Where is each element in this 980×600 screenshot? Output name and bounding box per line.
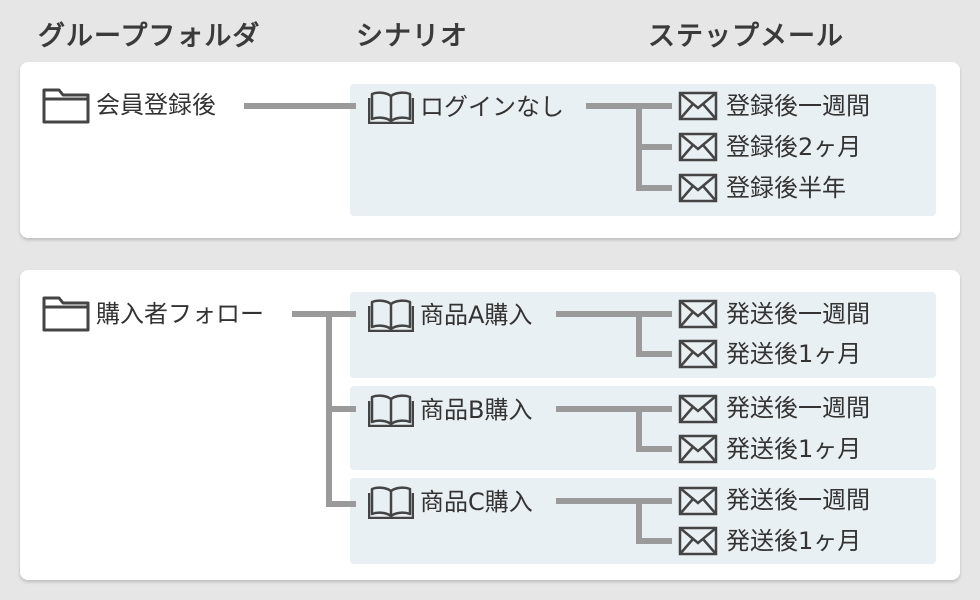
- step-mail-label: 発送後1ヶ月: [726, 527, 862, 555]
- connector-branch: [636, 446, 672, 452]
- connector-trunk-1-0: [636, 311, 642, 355]
- connector-group-1: [292, 311, 356, 317]
- connector-branch: [636, 185, 672, 191]
- scenario-panel-1-0: [350, 292, 936, 378]
- connector-branch: [636, 538, 672, 544]
- step-mail-label: 登録後2ヶ月: [726, 133, 862, 161]
- connector-scenario-1-1: [556, 406, 672, 412]
- connector-scenario-1-0: [556, 311, 672, 317]
- step-mail-label: 発送後一週間: [726, 300, 870, 328]
- connector-branch: [636, 351, 672, 357]
- folder-icon: [42, 296, 90, 332]
- scenario-name: ログインなし: [420, 93, 564, 121]
- envelope-icon: [678, 132, 718, 162]
- step-mail-label: 発送後一週間: [726, 486, 870, 514]
- scenario-panel-1-2: [350, 478, 936, 564]
- book-icon: [368, 91, 414, 124]
- envelope-icon: [678, 486, 718, 516]
- envelope-icon: [678, 173, 718, 203]
- header-scenario: シナリオ: [356, 21, 468, 52]
- book-icon: [368, 486, 414, 519]
- folder-icon: [42, 88, 90, 124]
- step-mail-label: 発送後1ヶ月: [726, 435, 862, 463]
- connector-group-0: [244, 103, 356, 109]
- envelope-icon: [678, 394, 718, 424]
- envelope-icon: [678, 339, 718, 369]
- connector-scenario-1-2: [556, 498, 672, 504]
- step-mail-label: 登録後半年: [726, 174, 846, 202]
- envelope-icon: [678, 91, 718, 121]
- step-mail-label: 発送後1ヶ月: [726, 340, 862, 368]
- scenario-panel-1-1: [350, 386, 936, 470]
- connector-branch: [326, 406, 356, 412]
- book-icon: [368, 394, 414, 427]
- connector-branch: [636, 144, 672, 150]
- scenario-name: 商品C購入: [420, 488, 533, 516]
- group-name: 購入者フォロー: [96, 300, 264, 328]
- group-name: 会員登録後: [96, 91, 216, 119]
- envelope-icon: [678, 526, 718, 556]
- connector-branch: [326, 501, 356, 507]
- envelope-icon: [678, 299, 718, 329]
- step-mail-label: 登録後一週間: [726, 92, 870, 120]
- scenario-name: 商品B購入: [420, 396, 533, 424]
- envelope-icon: [678, 434, 718, 464]
- connector-scenario-0-0: [586, 103, 672, 109]
- connector-trunk-1-2: [636, 498, 642, 542]
- header-step-mail: ステップメール: [648, 21, 844, 52]
- scenario-name: 商品A購入: [420, 301, 533, 329]
- step-mail-label: 発送後一週間: [726, 394, 870, 422]
- book-icon: [368, 299, 414, 332]
- header-group-folder: グループフォルダ: [38, 21, 261, 52]
- connector-trunk-1-1: [636, 406, 642, 450]
